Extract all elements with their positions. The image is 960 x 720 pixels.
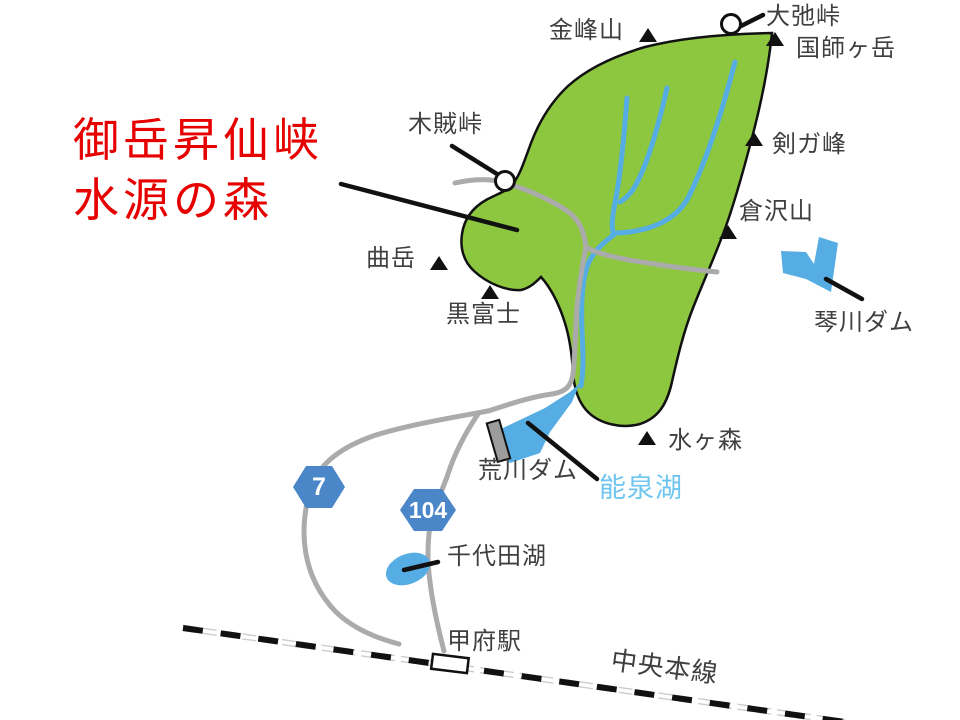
label-tokusa: 木賊峠 bbox=[408, 111, 483, 138]
label-nosenko: 能泉湖 bbox=[599, 473, 683, 503]
route104-badge-icon bbox=[400, 489, 456, 531]
label-arakawa-dam: 荒川ダム bbox=[478, 457, 578, 484]
kotogawa-leader-line bbox=[823, 276, 865, 302]
label-kotogawa-dam: 琴川ダム bbox=[814, 309, 914, 336]
railway-outline-bottom bbox=[182, 629, 819, 720]
kurasawayama-peak-icon bbox=[719, 225, 737, 239]
label-kurofuji: 黒富士 bbox=[446, 301, 521, 328]
route7-badge-icon bbox=[293, 466, 345, 508]
odarumi-leader-line bbox=[736, 12, 766, 30]
kengamine-peak-icon bbox=[745, 132, 763, 146]
arakawa-leader-line bbox=[525, 420, 600, 482]
river-network bbox=[578, 59, 738, 389]
kurofuji-peak-icon bbox=[481, 285, 499, 299]
label-kinpusan: 金峰山 bbox=[549, 17, 624, 44]
route104-badge-number: 104 bbox=[408, 496, 448, 523]
chiyoda-leader-line bbox=[401, 559, 441, 573]
mizugamori-peak-icon bbox=[638, 431, 656, 445]
map-title-line2: 水源の森 bbox=[73, 174, 273, 226]
magaridake-peak-icon bbox=[430, 256, 448, 270]
nosenko-reservoir-shape bbox=[496, 383, 580, 463]
kokushigatake-peak-icon bbox=[766, 32, 784, 46]
route7-badge-number: 7 bbox=[312, 472, 326, 501]
label-odarumi: 大弛峠 bbox=[766, 3, 841, 30]
road-tokusa-pass bbox=[452, 177, 589, 250]
title-leader-line bbox=[338, 181, 520, 233]
label-kengamine: 剣ガ峰 bbox=[772, 131, 847, 158]
road-valley-south bbox=[485, 244, 589, 414]
label-mizugamori: 水ヶ森 bbox=[668, 427, 743, 454]
river-main bbox=[578, 230, 619, 389]
peak-markers bbox=[430, 28, 784, 445]
label-magaridake: 曲岳 bbox=[366, 245, 416, 272]
river-branch-left bbox=[609, 95, 630, 236]
river-branch-right bbox=[613, 59, 738, 236]
map-title-line1: 御岳昇仙峡 bbox=[73, 114, 323, 166]
road-route104 bbox=[425, 411, 481, 654]
arakawa-dam-wall bbox=[485, 418, 512, 464]
river-branch-middle bbox=[617, 85, 670, 205]
label-kokushigatake: 国師ヶ岳 bbox=[796, 35, 896, 62]
label-chiyodako: 千代田湖 bbox=[447, 543, 547, 570]
map-title: 御岳昇仙峡 水源の森 bbox=[73, 110, 323, 230]
label-kurasawayama: 倉沢山 bbox=[739, 198, 814, 225]
railway-line bbox=[182, 624, 846, 720]
odarumi-pass-icon bbox=[720, 13, 742, 35]
road-east bbox=[583, 244, 720, 275]
road-route7 bbox=[301, 408, 491, 647]
label-kofu-station: 甲府駅 bbox=[447, 628, 522, 655]
forest-area-shape bbox=[460, 31, 774, 428]
railway-outline-top bbox=[182, 624, 846, 720]
kotogawa-lake-shape bbox=[781, 237, 838, 292]
tokusa-pass-icon bbox=[494, 170, 516, 192]
tokusa-leader-line bbox=[449, 143, 500, 177]
road-network bbox=[301, 177, 720, 654]
kofu-station-marker bbox=[429, 652, 471, 675]
leader-lines bbox=[338, 12, 865, 573]
kinpusan-peak-icon bbox=[639, 28, 657, 42]
